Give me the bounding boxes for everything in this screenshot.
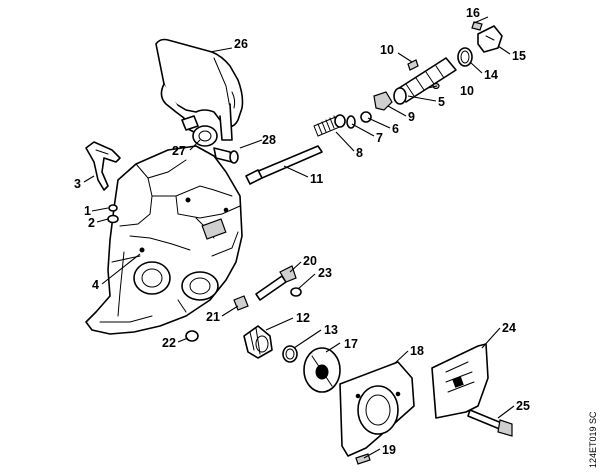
callout-9: 9 — [408, 110, 415, 124]
callout-18: 18 — [410, 344, 424, 358]
callout-4: 4 — [92, 278, 99, 292]
shaft-part-11 — [245, 145, 323, 185]
callout-12: 12 — [296, 311, 310, 325]
callout-7: 7 — [376, 131, 383, 145]
callout-24: 24 — [502, 321, 516, 335]
screw-part-16 — [471, 21, 483, 31]
cap-part-15 — [477, 25, 503, 53]
washer-part-1 — [108, 204, 118, 212]
callout-1: 1 — [84, 204, 91, 218]
drawing-code: 124ET019 SC — [588, 411, 598, 468]
pin-part-28 — [213, 147, 239, 164]
bushing-part-23 — [290, 287, 302, 297]
callout-20: 20 — [303, 254, 317, 268]
spring-part-8 — [313, 114, 346, 137]
cover-plate-part-24 — [431, 343, 489, 419]
callout-23: 23 — [318, 266, 332, 280]
washer-part-7 — [346, 115, 356, 129]
callout-13: 13 — [324, 323, 338, 337]
screw-part-20 — [255, 265, 297, 301]
callout-5: 5 — [438, 95, 445, 109]
callout-8: 8 — [356, 146, 363, 160]
callout-10-lower: 10 — [460, 84, 474, 98]
callout-14: 14 — [484, 68, 498, 82]
callout-17: 17 — [344, 337, 358, 351]
callout-21: 21 — [206, 310, 220, 324]
ring-part-14 — [457, 47, 473, 67]
callout-3: 3 — [74, 177, 81, 191]
leader-lines — [83, 16, 515, 459]
callout-19: 19 — [382, 443, 396, 457]
nipple-part-21 — [233, 295, 249, 311]
callout-26: 26 — [234, 37, 248, 51]
hand-guard-part-26 — [155, 38, 244, 147]
callout-labels: 26 28 27 3 1 2 4 16 10 15 14 10 5 9 6 7 … — [74, 6, 530, 457]
ring-part-6 — [360, 111, 372, 123]
plug-part-22 — [185, 330, 199, 342]
disc-part-17 — [303, 347, 341, 393]
callout-10-upper: 10 — [380, 43, 394, 57]
callout-2: 2 — [88, 216, 95, 230]
callout-25: 25 — [516, 399, 530, 413]
callout-16: 16 — [466, 6, 480, 20]
callout-22: 22 — [162, 336, 176, 350]
adjusting-screw-part-5 — [393, 57, 457, 105]
bolt-part-25 — [467, 409, 513, 437]
callout-27: 27 — [172, 144, 186, 158]
housing-body — [85, 145, 243, 335]
callout-28: 28 — [262, 133, 276, 147]
pump-part-12 — [243, 325, 273, 359]
lever-part-3 — [85, 141, 121, 191]
screw-part-10-upper — [407, 59, 419, 71]
callout-6: 6 — [392, 122, 399, 136]
plate-part-18 — [339, 361, 415, 457]
washer-part-13 — [282, 345, 298, 363]
callout-15: 15 — [512, 49, 526, 63]
washer-part-2 — [107, 214, 119, 224]
callout-11: 11 — [310, 172, 323, 186]
